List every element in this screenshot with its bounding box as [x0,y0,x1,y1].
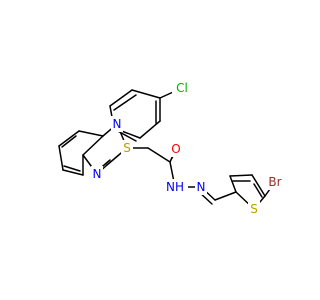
atom-n1: N [113,117,122,131]
bond-line [78,130,104,137]
bond-line [109,89,133,107]
bond-line [229,175,237,193]
molecule-structure-diagram: Cl N N S O NH N S Br [58,81,282,216]
bond-line [139,120,161,139]
bond-line [229,174,253,177]
bond-line [131,89,161,99]
atom-cl: Cl [176,81,188,95]
atom-n2: N [93,167,102,181]
atom-n-hydrazone: N [197,180,206,194]
bond-line [62,169,84,176]
bond-line [58,145,64,171]
bond-line [214,191,237,201]
atom-o: O [171,142,180,156]
bond-line [147,147,171,163]
atom-s-thioether: S [123,141,131,155]
bond-line [63,165,81,172]
bond-line [253,183,263,198]
atom-nh: NH [166,180,184,194]
bond-line [82,135,104,156]
atom-s-thiophene: S [250,202,258,216]
bond-line [58,130,80,147]
bond-line [251,174,266,197]
atom-br: Br [268,175,281,189]
bond-line [61,135,77,148]
bond-line [113,94,137,111]
